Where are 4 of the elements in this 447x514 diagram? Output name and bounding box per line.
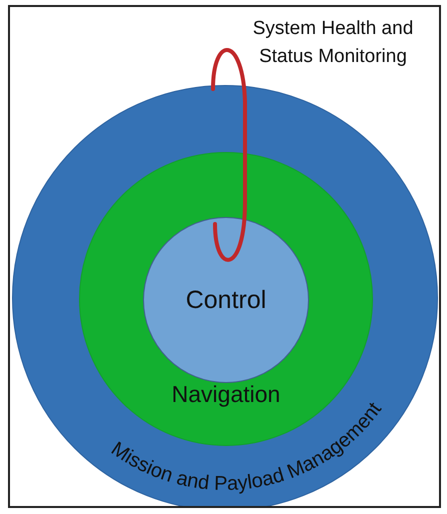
ring-label: Control [184,286,268,315]
ring-circle [12,85,438,506]
ring-label: Navigation [170,381,282,408]
annotation-text: System Health and Status Monitoring [238,15,428,71]
